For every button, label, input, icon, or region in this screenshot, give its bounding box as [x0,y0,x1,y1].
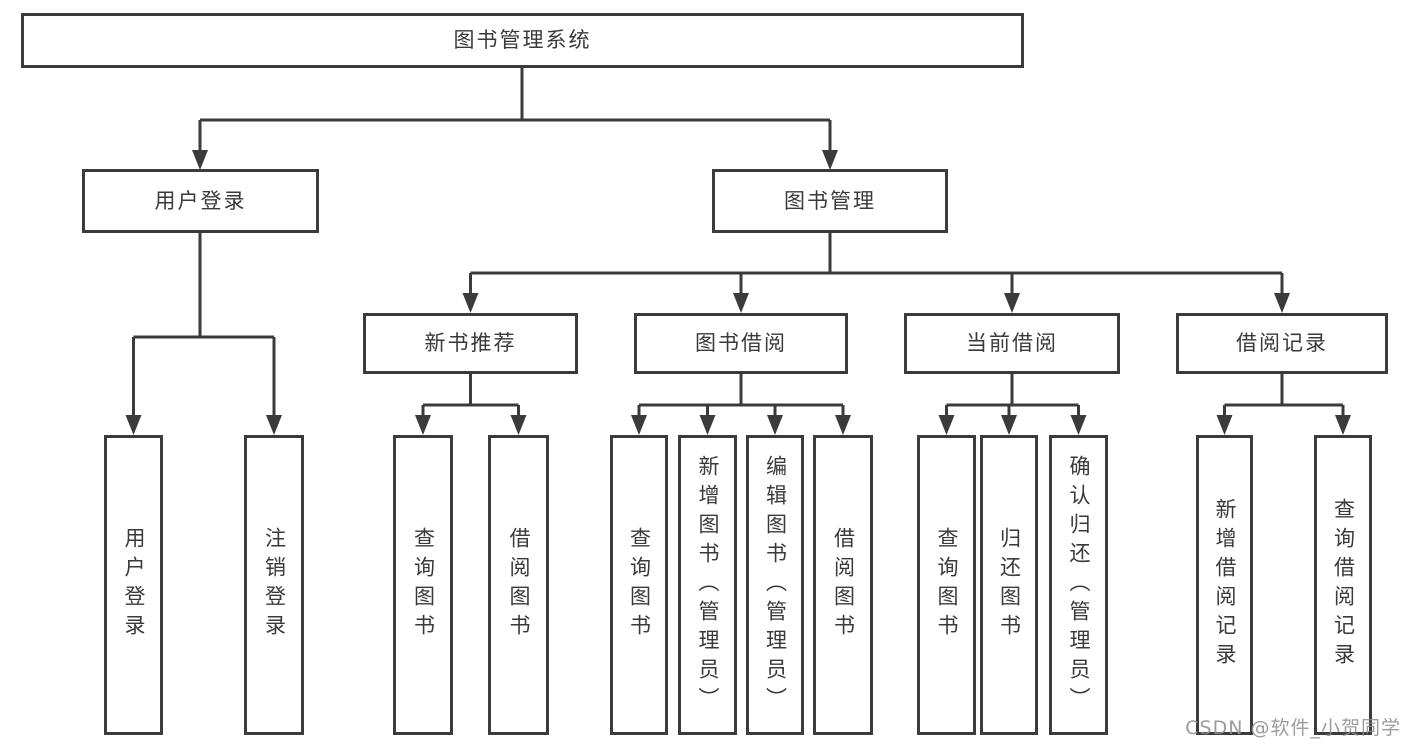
arrowhead-icon [822,150,838,170]
connector-current-borrowing-children [938,374,1087,435]
node-borrowing-records-label: 借阅记录 [1236,331,1328,355]
leaf-edit-books-admin-label: 编辑图书（管理员） [763,454,788,716]
watermark: CSDN @软件_小贺同学 [1185,717,1401,739]
arrowhead-icon [1004,293,1020,313]
leaf-logout-login-label: 注销登录 [262,527,287,643]
connector-borrowing-records-children [1216,374,1351,435]
leaf-add-books-admin: 新增图书（管理员） [678,435,737,735]
leaf-user-login: 用户登录 [104,435,163,735]
node-new-book-recommendation: 新书推荐 [363,313,578,374]
arrowhead-icon [415,415,431,435]
node-book-borrowing: 图书借阅 [634,313,848,374]
arrowhead-icon [733,293,749,313]
leaf-query-books-recommend: 查询图书 [393,435,453,735]
node-user-login: 用户登录 [82,169,319,233]
leaf-return-books-label: 归还图书 [997,527,1022,643]
arrowhead-icon [631,415,647,435]
arrowhead-icon [767,415,783,435]
leaf-edit-books-admin: 编辑图书（管理员） [746,435,804,735]
arrowhead-icon [1001,415,1017,435]
leaf-query-books-current-label: 查询图书 [935,527,959,643]
arrowhead-icon [938,415,955,435]
node-new-book-recommendation-label: 新书推荐 [424,331,517,355]
leaf-query-borrow-record: 查询借阅记录 [1314,435,1372,735]
node-current-borrowing-label: 当前借阅 [966,331,1058,355]
arrowhead-icon [192,150,208,170]
node-current-borrowing: 当前借阅 [904,313,1120,374]
arrowhead-icon [699,415,716,435]
node-book-management-label: 图书管理 [784,188,876,213]
leaf-query-books-current: 查询图书 [917,435,976,735]
leaf-confirm-return-admin: 确认归还（管理员） [1049,435,1108,735]
arrowhead-icon [1335,415,1351,435]
leaf-add-borrow-record-label: 新增借阅记录 [1213,498,1237,672]
leaf-return-books: 归还图书 [980,435,1038,735]
leaf-query-books-recommend-label: 查询图书 [411,527,436,643]
node-borrowing-records: 借阅记录 [1176,313,1388,374]
leaf-query-books-borrowing: 查询图书 [610,435,668,735]
connector-user-login-children [125,232,282,435]
connector-book-borrowing-children [631,374,851,435]
node-user-login-label: 用户登录 [154,188,247,213]
leaf-borrow-books-recommend: 借阅图书 [488,435,549,735]
leaf-add-borrow-record: 新增借阅记录 [1196,435,1253,735]
connector-root-to-children [192,68,838,170]
node-book-borrowing-label: 图书借阅 [695,331,787,355]
connector-book-management-children [462,233,1290,313]
node-root: 图书管理系统 [21,13,1024,68]
node-book-management: 图书管理 [712,169,948,233]
leaf-query-borrow-record-label: 查询借阅记录 [1331,498,1356,672]
arrowhead-icon [1274,293,1290,313]
leaf-user-login-label: 用户登录 [122,527,146,643]
leaf-logout-login: 注销登录 [244,435,304,735]
leaf-query-books-borrowing-label: 查询图书 [627,527,652,643]
leaf-confirm-return-admin-label: 确认归还（管理员） [1067,454,1091,716]
node-root-label: 图书管理系统 [453,28,592,52]
leaf-borrow-books-borrowing: 借阅图书 [813,435,873,735]
leaf-borrow-books-recommend-label: 借阅图书 [507,527,531,643]
arrowhead-icon [1070,415,1087,435]
arrowhead-icon [1216,415,1233,435]
leaf-borrow-books-borrowing-label: 借阅图书 [831,527,856,643]
arrowhead-icon [510,415,527,435]
arrowhead-icon [835,415,851,435]
arrowhead-icon [462,293,479,313]
arrowhead-icon [266,415,282,435]
connector-new-book-recommendation-children [415,374,527,435]
leaf-add-books-admin-label: 新增图书（管理员） [696,454,720,716]
arrowhead-icon [125,415,142,435]
